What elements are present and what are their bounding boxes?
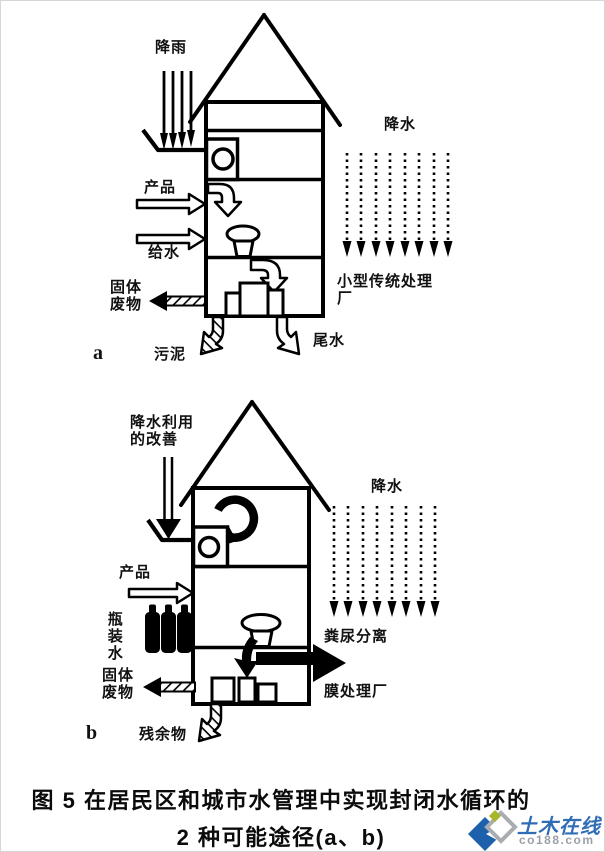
product-arrow-a-icon xyxy=(135,192,207,216)
precipitation-arrows-a-icon xyxy=(342,153,453,257)
rainfall-label: 降雨 xyxy=(155,39,188,56)
solid-waste-arrow-b-icon xyxy=(143,677,196,697)
residue-arrow-icon xyxy=(197,702,223,743)
logo-site-name: 土木在线 xyxy=(517,816,601,838)
water-supply-arrow-icon xyxy=(135,227,207,251)
logo-site-domain: co188.com xyxy=(519,833,595,847)
panel-label-a: a xyxy=(93,342,103,364)
washing-machine-icon-b xyxy=(191,525,230,569)
bottled-water-label: 瓶装水 xyxy=(105,611,123,662)
sludge-arrow-icon xyxy=(199,315,225,356)
tail-water-arrow-icon xyxy=(275,315,301,356)
treatment-plant-label: 小型传统处理 厂 xyxy=(337,273,434,307)
figure-caption: 图 5 在居民区和城市水管理中实现封闭水循环的 2 种可能途径(a、b) xyxy=(3,783,559,851)
caption-line-2: 2 种可能途径(a、b) xyxy=(176,825,386,850)
product-arrow-b-icon xyxy=(127,581,195,605)
precipitation-label-a: 降水 xyxy=(384,116,417,133)
roof-a-icon xyxy=(188,13,342,127)
precipitation-arrows-b-icon xyxy=(329,506,440,617)
washing-machine-icon-a xyxy=(204,137,240,182)
residue-label: 残余物 xyxy=(139,726,188,743)
toilet-icon-a xyxy=(225,224,261,258)
solid-waste-label-b: 固体 废物 xyxy=(102,667,135,701)
rain-improvement-label: 降水利用 的改善 xyxy=(130,414,195,448)
co188-logo-icon xyxy=(468,810,518,851)
product-label-b: 产品 xyxy=(119,564,152,581)
panel-label-b: b xyxy=(86,722,98,744)
gutter-b-icon xyxy=(146,518,192,543)
house-a xyxy=(188,13,342,318)
greywater-arrow-a-icon xyxy=(206,182,243,218)
gutter-a-icon xyxy=(141,128,205,153)
rain-arrows-a-icon xyxy=(160,71,195,150)
treatment-tanks-a-icon xyxy=(224,281,285,318)
tail-water-label: 尾水 xyxy=(313,332,346,349)
separation-label: 粪尿分离 xyxy=(324,628,389,645)
treatment-tanks-b-icon xyxy=(210,676,278,704)
precipitation-label-b: 降水 xyxy=(371,478,404,495)
sludge-label: 污泥 xyxy=(154,346,187,363)
solid-waste-label-a: 固体 废物 xyxy=(110,279,143,313)
membrane-plant-label: 膜处理厂 xyxy=(324,683,389,700)
bottled-water-icon xyxy=(145,604,192,653)
caption-line-1: 图 5 在居民区和城市水管理中实现封闭水循环的 xyxy=(31,788,531,813)
blackwater-arrow-icon xyxy=(234,637,346,682)
product-label-a: 产品 xyxy=(144,179,177,196)
rain-improvement-arrow-icon xyxy=(156,457,181,539)
solid-waste-arrow-a-icon xyxy=(149,291,206,311)
water-supply-label: 给水 xyxy=(148,244,181,261)
